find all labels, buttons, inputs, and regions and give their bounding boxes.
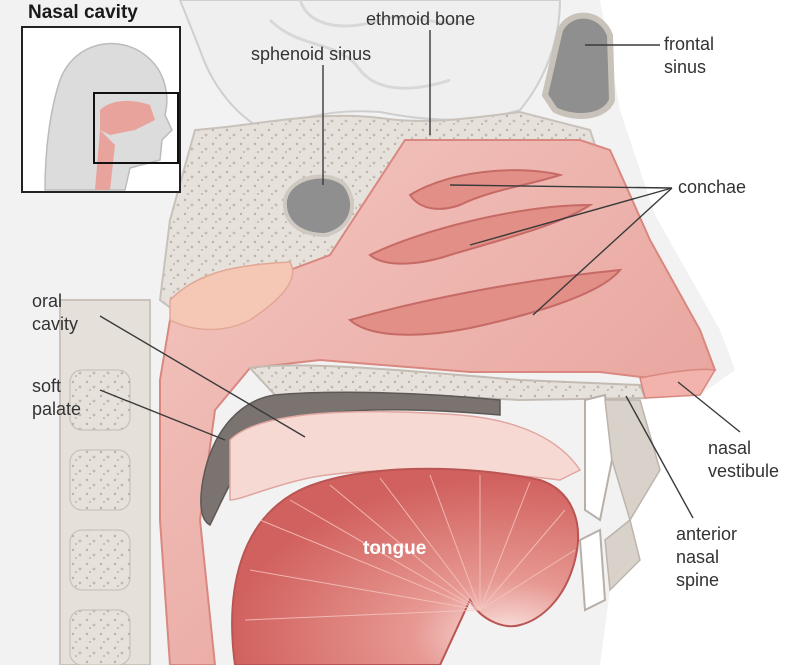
inset-title: Nasal cavity bbox=[28, 2, 138, 23]
leader-conchae-2 bbox=[469, 187, 673, 246]
brain bbox=[178, 0, 562, 130]
leader-soft-palate bbox=[99, 389, 226, 441]
leader-nasal-vestibule bbox=[677, 381, 741, 433]
adenoid-tissue bbox=[169, 261, 294, 331]
lower-lip bbox=[604, 518, 641, 592]
label-sphenoid-sinus: sphenoid sinus bbox=[251, 44, 372, 64]
label-frontal-sinus: frontal sinus bbox=[664, 34, 715, 77]
upper-teeth bbox=[584, 393, 614, 522]
tongue-muscle-fibers bbox=[244, 474, 576, 621]
label-anterior-nasal-spine: anterior nasal spine bbox=[676, 524, 738, 590]
label-conchae: conchae bbox=[678, 177, 747, 197]
leader-conchae-3 bbox=[532, 187, 673, 316]
inset-thumbnail bbox=[21, 26, 181, 193]
superior-concha bbox=[408, 169, 564, 210]
upper-lip bbox=[604, 399, 661, 522]
inferior-concha bbox=[347, 268, 623, 336]
leader-oral-cavity bbox=[99, 315, 306, 438]
label-tongue: tongue bbox=[363, 538, 427, 559]
lower-teeth bbox=[578, 528, 607, 612]
label-ethmoid-bone: ethmoid bone bbox=[366, 9, 476, 29]
label-oral-cavity: oral cavity bbox=[32, 291, 79, 334]
leader-anterior-nasal-spine bbox=[625, 395, 694, 519]
label-soft-palate: soft palate bbox=[32, 376, 82, 419]
oral-cavity-shape bbox=[229, 410, 582, 501]
nasal-vestibule-shape bbox=[639, 368, 717, 399]
frontal-sinus-shape bbox=[541, 12, 616, 119]
leader-conchae-1 bbox=[449, 184, 673, 189]
sphenoid-sinus-shape bbox=[282, 174, 355, 238]
label-nasal-vestibule: nasal vestibule bbox=[708, 438, 780, 481]
face-profile bbox=[600, 0, 800, 665]
